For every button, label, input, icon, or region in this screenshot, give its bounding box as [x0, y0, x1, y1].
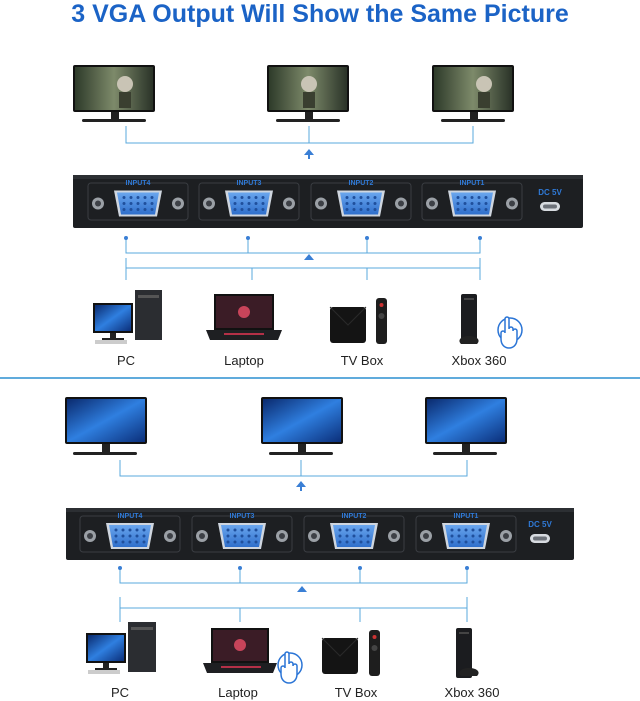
input-lines	[125, 238, 481, 280]
vga-port-input1: INPUT1	[421, 180, 523, 221]
monitor-left	[73, 65, 155, 122]
source-label-pc: PC	[110, 685, 130, 700]
power-label: DC 5V	[538, 188, 562, 197]
input-lines	[119, 568, 468, 622]
port-label: INPUT1	[454, 513, 479, 520]
source-label-laptop: Laptop	[224, 353, 264, 368]
tv-box-icon	[329, 298, 387, 344]
arrow-up-icon	[304, 254, 314, 260]
page-title: 3 VGA Output Will Show the Same Picture	[71, 0, 569, 28]
arrow-up-icon	[296, 481, 306, 487]
vga-port-input4: INPUT4	[79, 513, 181, 553]
laptop-icon	[206, 294, 282, 340]
port-label: INPUT3	[237, 180, 262, 187]
xbox-360-icon	[459, 294, 479, 344]
port-label: INPUT2	[342, 513, 367, 520]
source-label-xbox-360: Xbox 360	[444, 685, 500, 700]
source-label-pc: PC	[116, 353, 136, 368]
vga-port-input2: INPUT2	[310, 180, 412, 221]
port-label: INPUT4	[126, 180, 151, 187]
monitor-left	[65, 397, 147, 455]
laptop-icon	[203, 628, 277, 673]
port-label: INPUT2	[349, 180, 374, 187]
touch-hand-icon	[497, 316, 523, 349]
vga-port-input3: INPUT3	[198, 180, 300, 221]
tv-box-icon	[321, 630, 380, 676]
port-label: INPUT4	[118, 513, 143, 520]
vga-port-input3: INPUT3	[191, 513, 293, 553]
touch-hand-icon	[277, 651, 303, 684]
source-label-xbox-360: Xbox 360	[451, 353, 507, 368]
pc-icon	[93, 290, 162, 344]
vga-port-input2: INPUT2	[303, 513, 405, 553]
pc-icon	[86, 622, 156, 674]
monitor-right	[425, 397, 507, 455]
monitor-center	[267, 65, 349, 122]
source-label-tv-box: TV Box	[334, 685, 378, 700]
output-lines	[125, 126, 474, 144]
port-label: INPUT1	[460, 180, 485, 187]
panel-2	[65, 397, 574, 684]
port-label: INPUT3	[230, 513, 255, 520]
vga-port-input4: INPUT4	[87, 180, 189, 221]
monitor-right	[432, 65, 514, 122]
monitor-center	[261, 397, 343, 455]
dc-power-jack: DC 5V	[528, 520, 552, 543]
vga-port-input1: INPUT1	[415, 513, 517, 553]
source-label-tv-box: TV Box	[340, 353, 384, 368]
arrow-up-icon	[297, 586, 307, 592]
arrow-up-icon	[304, 149, 314, 155]
xbox-360-icon	[456, 628, 479, 678]
source-label-laptop: Laptop	[218, 685, 258, 700]
output-lines	[119, 460, 468, 477]
power-label: DC 5V	[528, 520, 552, 529]
dc-power-jack: DC 5V	[538, 188, 562, 211]
